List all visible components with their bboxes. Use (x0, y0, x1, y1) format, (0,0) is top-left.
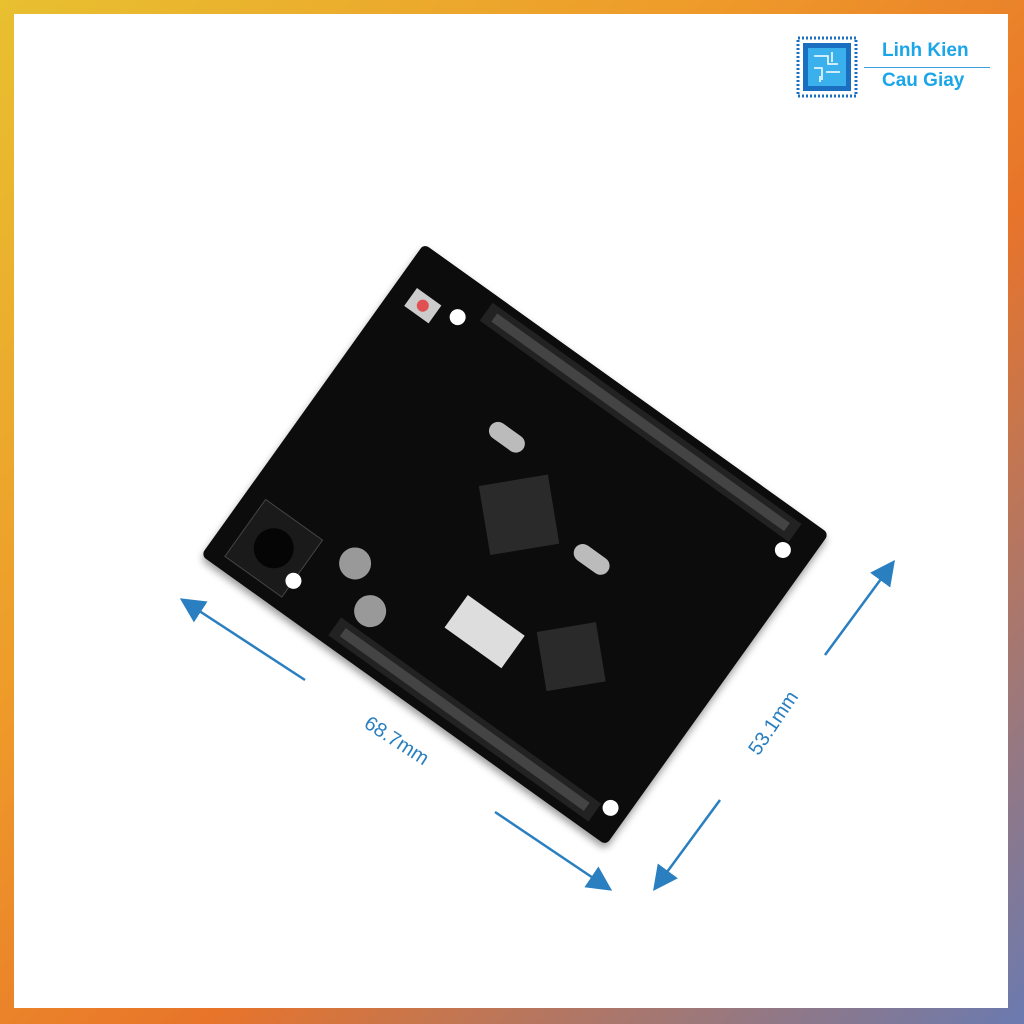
height-arrow-bottom (653, 799, 722, 892)
height-arrow-top (823, 559, 895, 656)
brand-logo: Linh Kien Cau Giay (796, 36, 996, 102)
width-arrow-right (494, 810, 613, 891)
width-arrow-left (179, 598, 306, 682)
product-board (201, 243, 829, 846)
board-components (203, 246, 827, 843)
chip-logo-icon (796, 36, 858, 98)
logo-divider (864, 67, 990, 68)
